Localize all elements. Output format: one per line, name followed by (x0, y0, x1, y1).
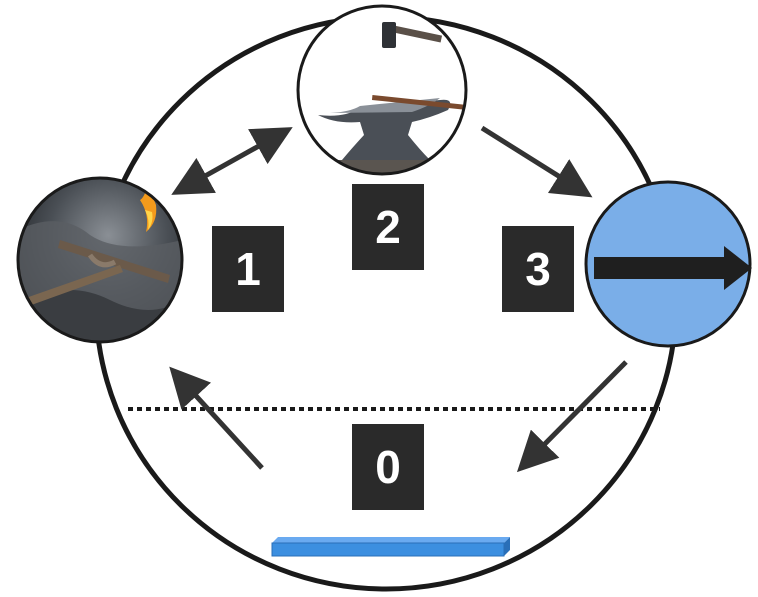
arrow-0-1 (169, 366, 264, 470)
step-box-0: 0 (352, 424, 424, 510)
arrow-2-3 (480, 125, 593, 198)
arrow-3-0 (516, 360, 628, 473)
step-label-0: 0 (375, 441, 401, 493)
step-label-1: 1 (235, 243, 261, 295)
step-label-3: 3 (525, 243, 551, 295)
step-box-1: 1 (212, 226, 284, 312)
step-label-2: 2 (375, 201, 401, 253)
metal-bar-icon (271, 537, 510, 557)
anvil-hammer-icon (296, 4, 468, 176)
step-box-3: 3 (502, 226, 574, 312)
right-arrow-icon (584, 180, 752, 348)
forge-fire-icon (16, 176, 184, 344)
arrow-1-2 (171, 127, 293, 195)
step-box-2: 2 (352, 184, 424, 270)
